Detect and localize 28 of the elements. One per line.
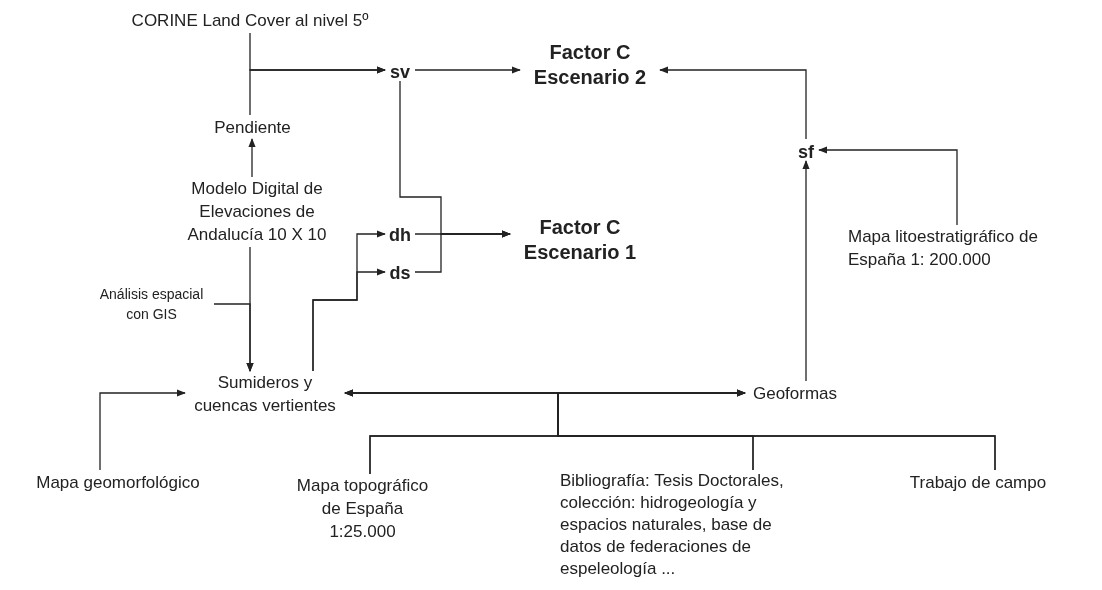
arrow	[414, 66, 521, 74]
source-label: Mapa topográfico de España 1:25.000	[290, 474, 435, 543]
method-label: Análisis espacial con GIS	[89, 284, 214, 324]
arrow	[557, 389, 996, 471]
source-label: CORINE Land Cover al nivel 5º	[95, 8, 405, 34]
source-label: Mapa geomorfológico	[8, 470, 228, 496]
arrow	[818, 146, 958, 226]
source-label: Mapa litoestratigráfico de España 1: 200.000	[848, 225, 1100, 271]
source-label: Modelo Digital de Elevaciones de Andalucía 10 X 10	[167, 177, 347, 246]
process-label: Pendiente	[200, 115, 305, 141]
process-label: Sumideros y cuencas vertientes	[185, 371, 345, 417]
arrow	[414, 230, 511, 273]
arrow	[249, 66, 386, 116]
variable-label: sv	[385, 59, 415, 86]
process-label: Geoformas	[745, 381, 845, 407]
source-label: Bibliografía: Tesis Doctorales, colección: hidrogeología y espacios naturales, base de datos de federaciones de espeleología ...	[560, 470, 800, 580]
variable-label: ds	[385, 260, 415, 287]
arrow	[312, 268, 386, 372]
arrow	[213, 303, 254, 372]
arrow	[99, 389, 186, 471]
result-label: Factor C Escenario 1	[510, 215, 650, 265]
result-label: Factor C Escenario 2	[520, 40, 660, 90]
arrow	[248, 138, 256, 178]
variable-label: dh	[385, 222, 415, 249]
arrow	[659, 66, 807, 140]
source-label: Trabajo de campo	[888, 470, 1068, 496]
variable-label: sf	[793, 139, 819, 166]
arrow	[802, 160, 810, 382]
